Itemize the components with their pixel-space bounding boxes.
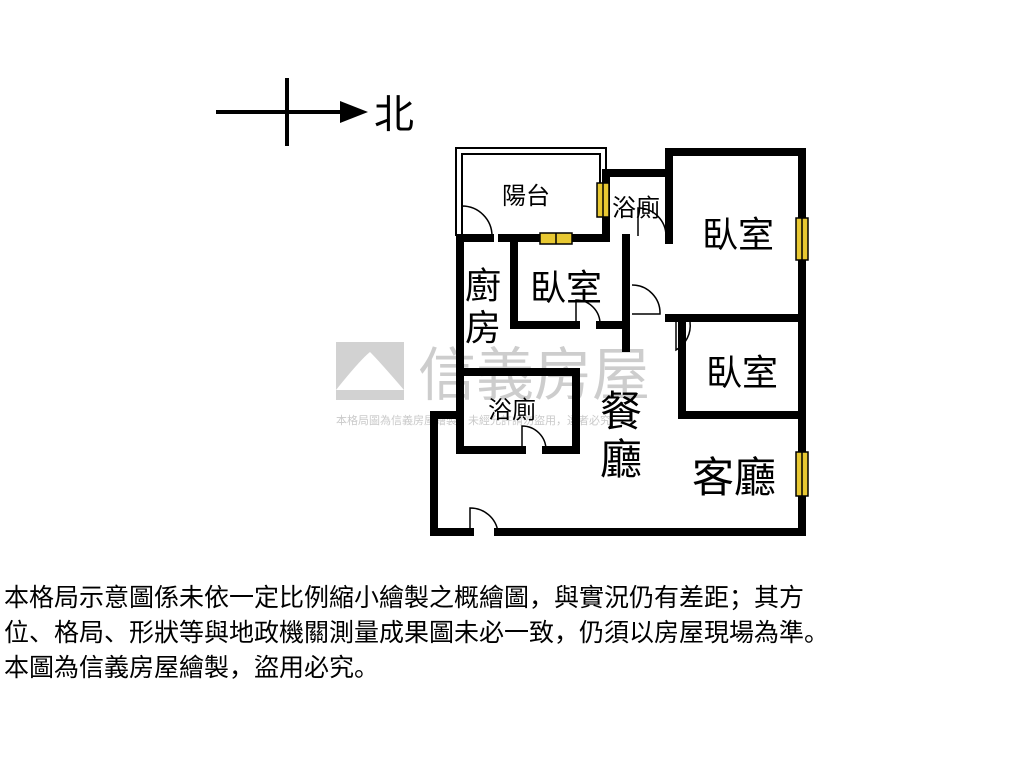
door-small-bedroom bbox=[575, 299, 601, 326]
floor-plan: 北 信義房屋 本格局圖為信義房屋繪製，未經允許請勿盜用，違者必究 bbox=[216, 78, 809, 536]
door-balcony-kitchen bbox=[461, 205, 493, 238]
disclaimer: 本格局示意圖係未依一定比例縮小繪製之概繪圖，與實況仍有差距；其方 位、格局、形狀… bbox=[4, 580, 1020, 685]
north-label: 北 bbox=[374, 92, 414, 138]
disclaimer-line-1: 本格局示意圖係未依一定比例縮小繪製之概繪圖，與實況仍有差距；其方 bbox=[4, 583, 805, 612]
walls bbox=[430, 148, 806, 536]
door-bath-top bbox=[637, 207, 667, 237]
watermark-logo-mark bbox=[336, 352, 404, 390]
label-bedroom-right: 臥室 bbox=[706, 353, 778, 394]
label-bedroom-small: 臥室 bbox=[530, 268, 602, 309]
label-balcony: 陽台 bbox=[502, 182, 550, 210]
compass: 北 bbox=[216, 78, 414, 146]
label-dining-1: 餐 bbox=[600, 387, 642, 436]
label-kitchen-2: 房 bbox=[465, 308, 501, 349]
disclaimer-line-2: 位、格局、形狀等與地政機關測量成果圖未必一致，仍須以房屋現場為準。 bbox=[4, 618, 830, 647]
label-bedroom-master: 臥室 bbox=[702, 215, 774, 256]
windows bbox=[539, 182, 809, 497]
label-living: 客廳 bbox=[692, 453, 776, 502]
label-dining-2: 廳 bbox=[600, 435, 642, 484]
compass-arrow-head-icon bbox=[340, 101, 368, 123]
door-bath-left bbox=[521, 425, 547, 451]
doors bbox=[461, 205, 691, 533]
label-bath-top: 浴廁 bbox=[612, 194, 660, 222]
door-right-bedroom bbox=[675, 321, 691, 352]
room-labels: 陽台 浴廁 臥室 廚 房 臥室 臥室 浴廁 餐 廳 客廳 bbox=[465, 182, 778, 502]
disclaimer-line-3: 本圖為信義房屋繪製，盜用必究。 bbox=[4, 653, 380, 682]
balcony-railing bbox=[455, 147, 607, 236]
door-master-bedroom bbox=[631, 284, 661, 315]
door-entrance bbox=[469, 507, 499, 533]
watermark-caption: 本格局圖為信義房屋繪製，未經允許請勿盜用，違者必究 bbox=[336, 413, 611, 427]
label-bath-left: 浴廁 bbox=[488, 396, 536, 424]
label-kitchen-1: 廚 bbox=[465, 266, 501, 307]
